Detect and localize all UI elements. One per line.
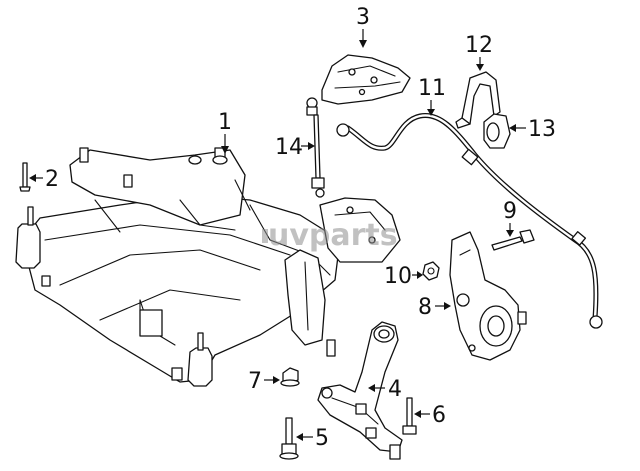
shield-bracket (321, 54, 411, 105)
callout-14: 14 (275, 135, 315, 160)
callout-1: 1 (218, 110, 232, 154)
watermark-text: uvparts (268, 218, 398, 253)
callout-label-1: 1 (218, 110, 232, 135)
callout-label-12: 12 (465, 33, 493, 58)
callout-label-10: 10 (384, 264, 412, 289)
callout-label-6: 6 (432, 403, 446, 428)
callout-11: 11 (418, 76, 446, 116)
callout-4: 4 (368, 377, 402, 402)
callout-label-4: 4 (388, 377, 402, 402)
stud-2 (19, 162, 31, 192)
callout-label-14: 14 (275, 135, 303, 160)
mounting-bracket (319, 197, 401, 263)
callout-label-11: 11 (418, 76, 446, 101)
callout-label-2: 2 (45, 167, 59, 192)
subframe-crossmember (15, 147, 341, 387)
callout-9: 9 (503, 199, 517, 237)
callout-label-3: 3 (356, 5, 370, 30)
flange-nut (280, 367, 300, 387)
callout-label-7: 7 (248, 369, 262, 394)
watermark-logo: uvparts (262, 218, 398, 253)
callout-13: 13 (509, 117, 556, 142)
callout-10: 10 (384, 264, 423, 289)
callout-12: 12 (465, 33, 493, 71)
arm-bolt (279, 417, 299, 460)
callout-7: 7 (248, 369, 280, 394)
callout-3: 3 (356, 5, 370, 48)
knuckle-bolt (491, 229, 535, 251)
callout-2: 2 (29, 167, 59, 192)
callout-8: 8 (418, 295, 451, 320)
callout-label-5: 5 (315, 426, 329, 451)
lower-control-arm (317, 321, 403, 460)
callout-5: 5 (296, 426, 329, 451)
stabilizer-bar (336, 112, 603, 329)
callout-label-13: 13 (528, 117, 556, 142)
long-bolt (402, 397, 417, 435)
callout-6: 6 (414, 403, 446, 428)
callout-label-8: 8 (418, 295, 432, 320)
bushing (483, 113, 511, 149)
callout-label-9: 9 (503, 199, 517, 224)
steering-knuckle (449, 231, 527, 361)
knuckle-nut (422, 261, 440, 281)
stabilizer-link (306, 97, 325, 198)
